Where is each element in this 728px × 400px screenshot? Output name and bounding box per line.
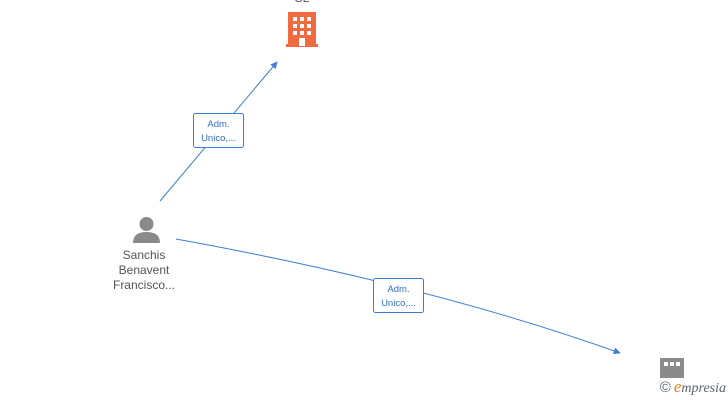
copyright-icon: © <box>659 378 671 396</box>
edge-person-to-company-top: Adm. Unico,... <box>159 61 278 202</box>
building-icon <box>286 12 318 47</box>
person-label-line-2: Benavent <box>119 263 170 277</box>
building-icon <box>660 358 684 378</box>
edge-label-line-1: Adm. <box>207 119 229 130</box>
person-node[interactable]: Sanchis Benavent Francisco... <box>113 217 175 292</box>
company-node-top[interactable]: SL <box>286 0 318 47</box>
company-top-label: SL <box>295 0 310 5</box>
edge-label-line-1: Adm. <box>387 284 409 295</box>
edge-label-line-2: Unico,... <box>381 298 416 309</box>
empresia-watermark: © empresia <box>660 377 726 397</box>
company-node-bottom[interactable] <box>660 358 684 378</box>
brand-name: mpresia <box>681 381 726 396</box>
brand-initial: e <box>673 377 682 396</box>
edge-person-to-company-bottom: Adm. Unico,... <box>175 238 621 355</box>
edge-label[interactable]: Adm. Unico,... <box>373 278 424 313</box>
person-label-line-1: Sanchis <box>123 248 166 262</box>
edge-label[interactable]: Adm. Unico,... <box>193 113 244 148</box>
person-label-line-3: Francisco... <box>113 278 175 292</box>
person-icon <box>133 217 160 243</box>
edge-label-line-2: Unico,... <box>201 133 236 144</box>
